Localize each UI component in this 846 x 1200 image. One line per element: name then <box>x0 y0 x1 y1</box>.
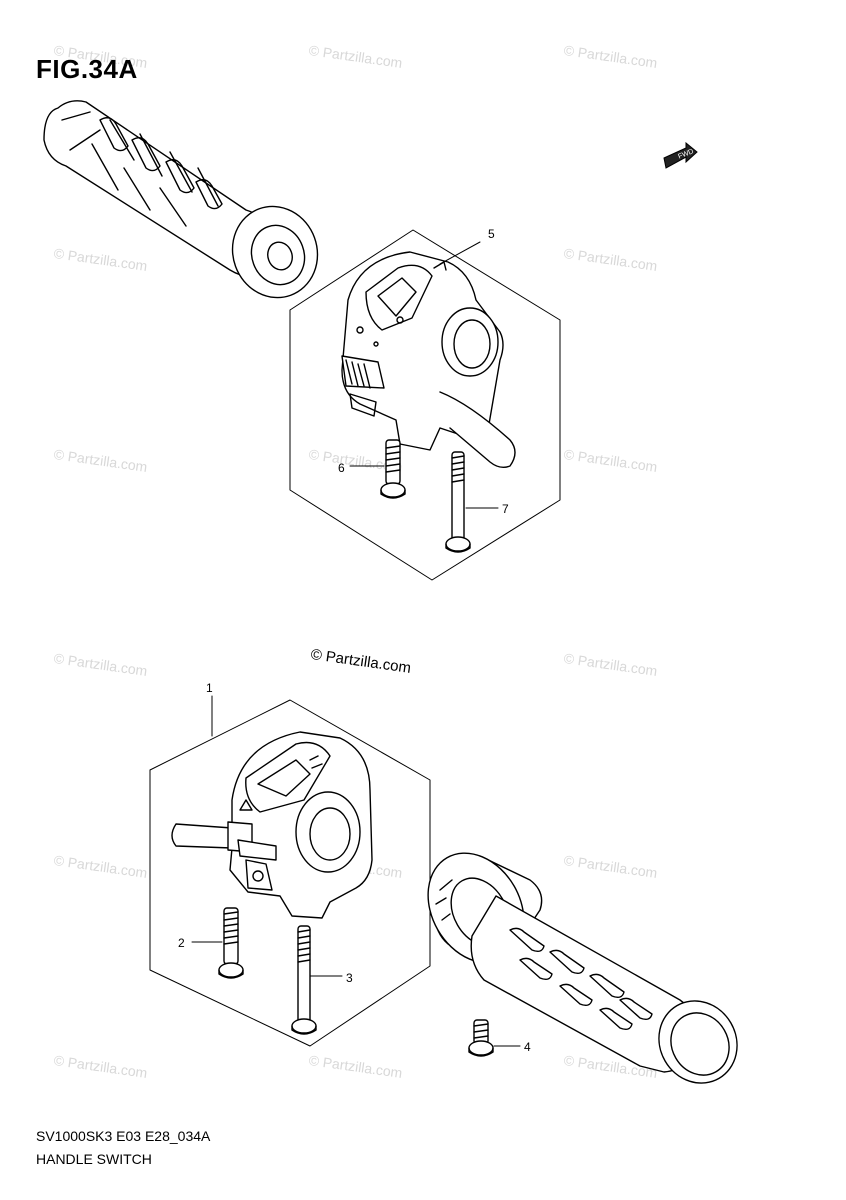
upper-screw-7 <box>445 451 471 553</box>
right-handlebar-grip <box>427 852 738 1084</box>
lower-screw-2 <box>218 907 244 979</box>
callout-6: 6 <box>338 461 345 475</box>
callout-7: 7 <box>502 502 509 516</box>
callout-1: 1 <box>206 681 213 695</box>
figure-caption: HANDLE SWITCH <box>36 1151 152 1167</box>
right-handle-switch-body <box>341 251 516 469</box>
upper-leader-lines <box>349 241 499 509</box>
lower-assembly-outline <box>149 699 431 1047</box>
upper-assembly-outline <box>289 229 561 581</box>
fwd-arrow-icon: FWD <box>663 142 698 169</box>
screw-4 <box>468 1019 494 1057</box>
left-handle-switch-body <box>171 731 373 919</box>
left-handlebar-grip <box>43 100 319 299</box>
lower-leader-lines <box>191 695 521 1047</box>
figure-title: FIG.34A <box>36 54 138 84</box>
lower-screw-3 <box>291 925 317 1035</box>
callout-2: 2 <box>178 936 185 950</box>
model-code: SV1000SK3 E03 E28_034A <box>36 1128 211 1144</box>
callout-4: 4 <box>524 1040 531 1054</box>
callout-3: 3 <box>346 971 353 985</box>
callout-5: 5 <box>488 227 495 241</box>
upper-screw-6 <box>380 439 406 499</box>
